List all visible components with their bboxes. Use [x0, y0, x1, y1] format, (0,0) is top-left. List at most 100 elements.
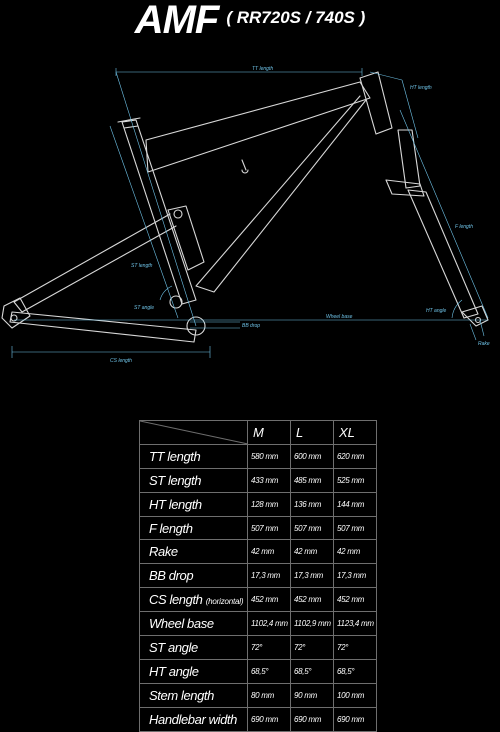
value-cell-l: 600 mm — [290, 443, 334, 469]
row-label-text: Handlebar width — [149, 711, 237, 727]
value-cell-xl: 68,5° — [333, 658, 377, 684]
value-cell-l: 136 mm — [290, 491, 334, 517]
seat-tube — [121, 119, 197, 305]
value-cell-m: 72° — [247, 635, 291, 660]
value-cell-m: 507 mm — [247, 515, 291, 541]
row-label: ST length — [139, 467, 248, 493]
rear-dropout — [1, 297, 31, 329]
value-cell-l: 90 mm — [290, 682, 334, 708]
value-cell-xl: 144 mm — [333, 491, 377, 517]
row-label-text: Rake — [149, 544, 178, 560]
corner-diagonal — [140, 421, 247, 444]
row-label: HT angle — [139, 658, 248, 684]
value-cell-l: 485 mm — [290, 467, 334, 493]
cable-guide — [241, 159, 249, 174]
value-cell-xl: 72° — [333, 635, 377, 660]
fork-stanchion — [397, 129, 421, 189]
fork-leg — [407, 189, 479, 319]
row-label: Handlebar width — [139, 706, 248, 732]
value-cell-m: 128 mm — [247, 491, 291, 517]
row-label-text: F length — [149, 520, 193, 536]
row-label-text: HT angle — [149, 663, 199, 679]
table-header-row: M L XL — [139, 420, 377, 445]
row-label-text: Stem length — [149, 687, 214, 703]
model-variants: ( RR720S / 740S ) — [226, 8, 366, 27]
down-tube — [195, 95, 367, 293]
row-label: F length — [139, 515, 248, 541]
value-cell-m: 433 mm — [247, 467, 291, 493]
value-cell-m: 17,3 mm — [247, 563, 291, 589]
value-cell-l: 507 mm — [290, 515, 334, 541]
row-label: Rake — [139, 539, 248, 565]
seat-stay — [13, 213, 177, 313]
row-label: HT length — [139, 491, 248, 517]
f-length-label: F length — [455, 224, 473, 230]
row-label-text: TT length — [149, 448, 201, 464]
value-cell-l: 17,3 mm — [290, 563, 334, 589]
ht-angle-label: HT angle — [426, 308, 447, 314]
value-cell-xl: 525 mm — [333, 467, 377, 493]
value-cell-m: 80 mm — [247, 682, 291, 708]
rear-axle — [10, 314, 18, 322]
row-label-text: CS length — [149, 592, 203, 608]
row-label: ST angle — [139, 635, 248, 660]
value-cell-l: 452 mm — [290, 587, 334, 613]
row-label-text: ST length — [149, 472, 202, 488]
value-cell-m: 68,5° — [247, 658, 291, 684]
value-cell-m: 580 mm — [247, 443, 291, 469]
ht-length-label: HT length — [410, 85, 432, 91]
page-title: AMF ( RR720S / 740S ) — [0, 0, 500, 42]
value-cell-m: 42 mm — [247, 539, 291, 565]
table-corner-cell — [139, 420, 248, 445]
top-tube — [145, 81, 371, 173]
chain-stay — [9, 311, 197, 343]
row-label: TT length — [139, 443, 248, 469]
size-header: L — [290, 420, 334, 445]
cs-length-label: CS length — [110, 358, 132, 364]
tt-length-label: TT length — [252, 66, 273, 72]
head-tube — [359, 71, 393, 135]
row-label-text: HT length — [149, 496, 202, 512]
wheel-base-label: Wheel base — [326, 314, 353, 320]
row-label: Stem length — [139, 682, 248, 708]
value-cell-xl: 690 mm — [333, 706, 377, 732]
value-cell-xl: 452 mm — [333, 587, 377, 613]
link-pivot — [173, 209, 183, 219]
value-cell-m: 1102,4 mm — [247, 611, 291, 637]
seat-clamp — [117, 117, 141, 129]
st-angle-label: ST angle — [134, 305, 154, 311]
row-label: BB drop — [139, 563, 248, 589]
row-label-text: ST angle — [149, 639, 198, 655]
value-cell-l: 1102,9 mm — [290, 611, 334, 637]
row-label-text: Wheel base — [149, 616, 214, 632]
value-cell-m: 452 mm — [247, 587, 291, 613]
size-header: M — [247, 420, 291, 445]
model-name: AMF — [134, 0, 220, 42]
value-cell-xl: 1123,4 mm — [333, 611, 377, 637]
bottom-bracket — [186, 316, 206, 336]
value-cell-l: 68,5° — [290, 658, 334, 684]
row-label: Wheel base — [139, 611, 248, 637]
value-cell-xl: 100 mm — [333, 682, 377, 708]
rake-label: Rake — [478, 341, 490, 347]
row-label-text: BB drop — [149, 568, 194, 584]
bb-drop-label: BB drop — [242, 323, 260, 329]
value-cell-l: 690 mm — [290, 706, 334, 732]
fork-crown — [385, 179, 425, 197]
value-cell-xl: 42 mm — [333, 539, 377, 565]
st-length-label: ST length — [131, 263, 153, 269]
value-cell-l: 42 mm — [290, 539, 334, 565]
size-header: XL — [333, 420, 377, 445]
row-label: CS length (horizontal) — [139, 587, 248, 613]
